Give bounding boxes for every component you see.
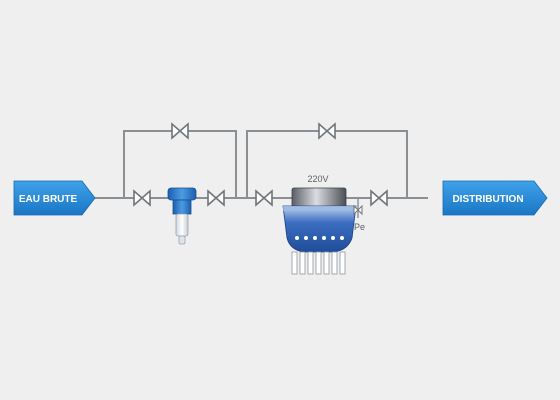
inlet-label: EAU BRUTE	[19, 194, 78, 205]
water-filter-icon	[167, 187, 197, 245]
arrow-tag-icon	[13, 180, 96, 216]
bypass-valve-1	[171, 122, 189, 140]
pressure-gauge-label: Pe	[354, 222, 365, 232]
arrow-tag-icon	[442, 180, 548, 216]
voltage-label: 220V	[307, 174, 328, 184]
outlet-tag: DISTRIBUTION	[442, 180, 548, 216]
filter-inlet-valve	[133, 189, 151, 207]
inlet-tag: EAU BRUTE	[13, 180, 96, 216]
filter-outlet-valve	[207, 189, 225, 207]
treatment-unit-icon	[282, 187, 357, 275]
outlet-label: DISTRIBUTION	[452, 194, 523, 205]
outlet-valve	[370, 189, 388, 207]
bypass-valve-2	[318, 122, 336, 140]
pressure-gauge-icon	[353, 198, 363, 218]
unit-inlet-valve	[255, 189, 273, 207]
